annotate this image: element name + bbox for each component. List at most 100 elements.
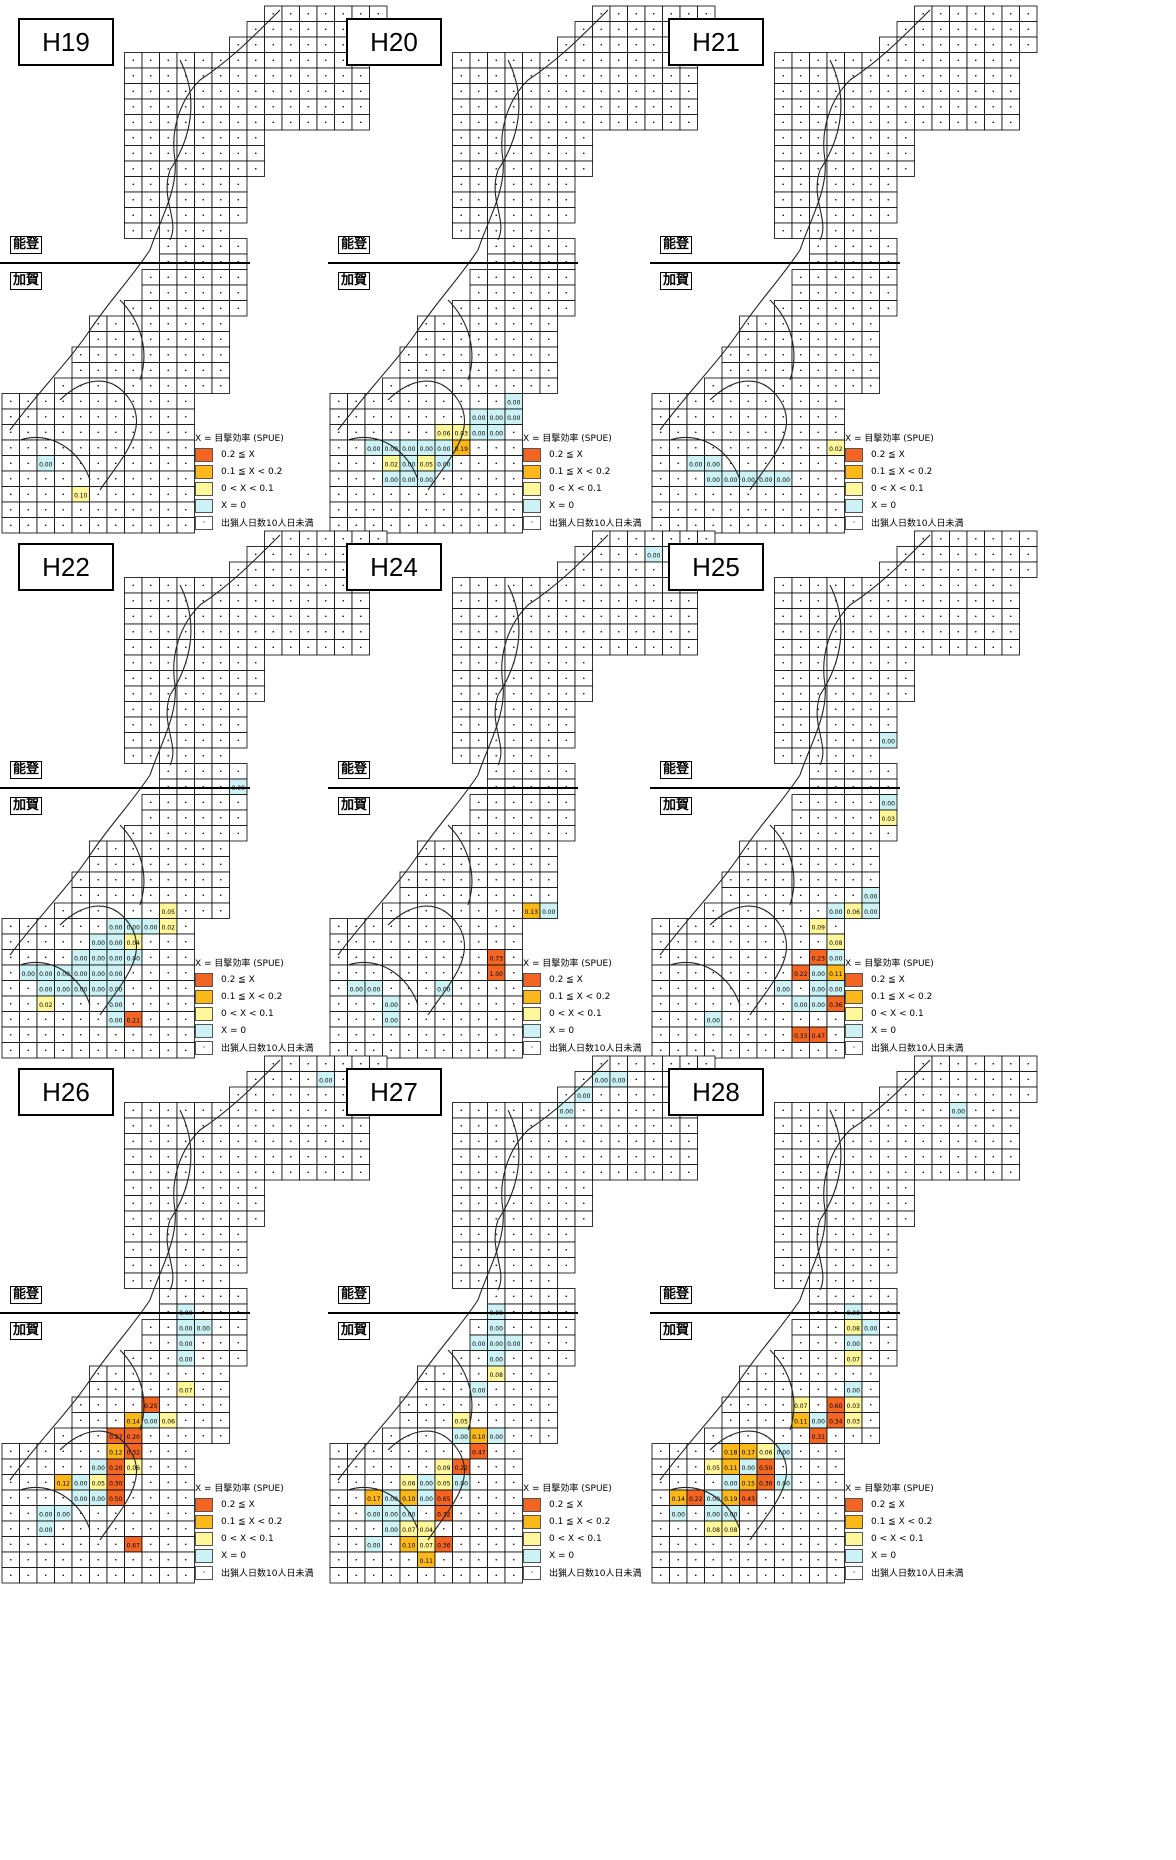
grid-cell	[966, 1148, 985, 1165]
cell-value: 0.17	[742, 1449, 756, 1456]
grid-cell	[592, 592, 611, 609]
grid-cell	[264, 530, 283, 547]
grid-cell	[669, 1026, 688, 1043]
cell-value: 0.00	[437, 461, 451, 468]
boundary-line	[387, 380, 465, 491]
grid-cell	[756, 315, 775, 332]
grid-cell	[141, 1241, 160, 1258]
grid-cell-valued: 0.03	[844, 1412, 863, 1429]
cell-value: 0.00	[829, 955, 843, 962]
grid-cell	[176, 424, 195, 441]
legend-item: 0.2 ≦ X	[845, 1496, 963, 1513]
grid-cell	[487, 1133, 506, 1150]
legend-item: ·出猟人日数10人日未満	[523, 1564, 641, 1581]
region-label-noto: 能登	[10, 236, 43, 254]
grid-cell	[557, 83, 576, 100]
grid-cell	[176, 1489, 195, 1506]
grid-cell	[281, 639, 300, 656]
grid-cell	[791, 145, 810, 162]
grid-cell	[756, 1489, 775, 1506]
grid-cell	[679, 1164, 698, 1181]
grid-cell	[469, 129, 488, 146]
grid-cell	[159, 1536, 178, 1553]
grid-cell	[211, 222, 230, 239]
grid-cell	[651, 1026, 670, 1043]
grid-cell	[124, 346, 143, 363]
grid-cell	[539, 856, 558, 873]
grid-cell	[176, 856, 195, 873]
grid-cell	[522, 623, 541, 640]
grid-cell	[124, 887, 143, 904]
grid-cell	[299, 1117, 318, 1134]
grid-cell	[264, 1055, 283, 1072]
grid-cell	[826, 1365, 845, 1382]
grid-cell	[522, 346, 541, 363]
grid-cell	[36, 470, 55, 487]
grid-cell	[141, 871, 160, 888]
grid-cell	[469, 871, 488, 888]
grid-cell	[141, 207, 160, 224]
grid-cell	[826, 1117, 845, 1134]
grid-cell	[176, 871, 195, 888]
grid-cell	[826, 608, 845, 625]
grid-cell-valued: 0.02	[382, 455, 401, 472]
grid-cell	[844, 1148, 863, 1165]
grid-cell	[469, 300, 488, 317]
grid-cell	[522, 377, 541, 394]
grid-cell	[246, 670, 265, 687]
grid-cell	[246, 129, 265, 146]
grid-cell	[844, 114, 863, 131]
grid-cell	[522, 67, 541, 84]
grid-cell	[774, 67, 793, 84]
boundary-line	[799, 534, 931, 776]
grid-cell	[452, 685, 471, 702]
boundary-line	[477, 9, 609, 251]
grid-cell	[949, 1055, 968, 1072]
grid-cell	[141, 408, 160, 425]
grid-cell	[487, 393, 506, 410]
grid-cell	[417, 1381, 436, 1398]
grid-cell	[159, 222, 178, 239]
grid-cell	[194, 1241, 213, 1258]
grid-cell	[469, 114, 488, 131]
grid-cell	[504, 1011, 523, 1028]
legend-swatch	[195, 1531, 213, 1546]
grid-cell	[774, 577, 793, 594]
grid-cell-valued: 0.06	[756, 1443, 775, 1460]
grid-cell	[557, 1148, 576, 1165]
grid-cell	[281, 98, 300, 115]
grid-cell	[176, 331, 195, 348]
grid-cell-valued: 0.00	[487, 1319, 506, 1336]
grid-cell	[1001, 592, 1020, 609]
grid-cell	[809, 393, 828, 410]
grid-cell	[984, 67, 1003, 84]
grid-cell	[984, 83, 1003, 100]
grid-cell	[124, 83, 143, 100]
grid-cell	[487, 592, 506, 609]
grid-cell	[229, 238, 248, 255]
grid-cell	[54, 455, 73, 472]
legend-label: 0 < X < 0.1	[871, 1008, 924, 1019]
grid-cell	[176, 1427, 195, 1444]
grid-cell	[452, 1381, 471, 1398]
grid-cell	[739, 1505, 758, 1522]
grid-cell	[809, 592, 828, 609]
grid-cell	[159, 639, 178, 656]
cell-value: 0.34	[829, 1418, 843, 1425]
grid-cell	[141, 362, 160, 379]
grid-cell	[914, 36, 933, 53]
grid-cell	[879, 1102, 898, 1119]
legend-label: 0.1 ≦ X < 0.2	[221, 1516, 283, 1527]
grid-cell	[557, 129, 576, 146]
grid-cell	[487, 501, 506, 518]
grid-cell	[382, 393, 401, 410]
grid-cell	[844, 701, 863, 718]
legend-item: ·出猟人日数10人日未満	[523, 1039, 641, 1056]
grid-cell	[54, 1520, 73, 1537]
grid-cell	[861, 639, 880, 656]
grid-cell	[592, 114, 611, 131]
grid-cell	[399, 980, 418, 997]
grid-cell	[539, 145, 558, 162]
grid-cell	[281, 114, 300, 131]
